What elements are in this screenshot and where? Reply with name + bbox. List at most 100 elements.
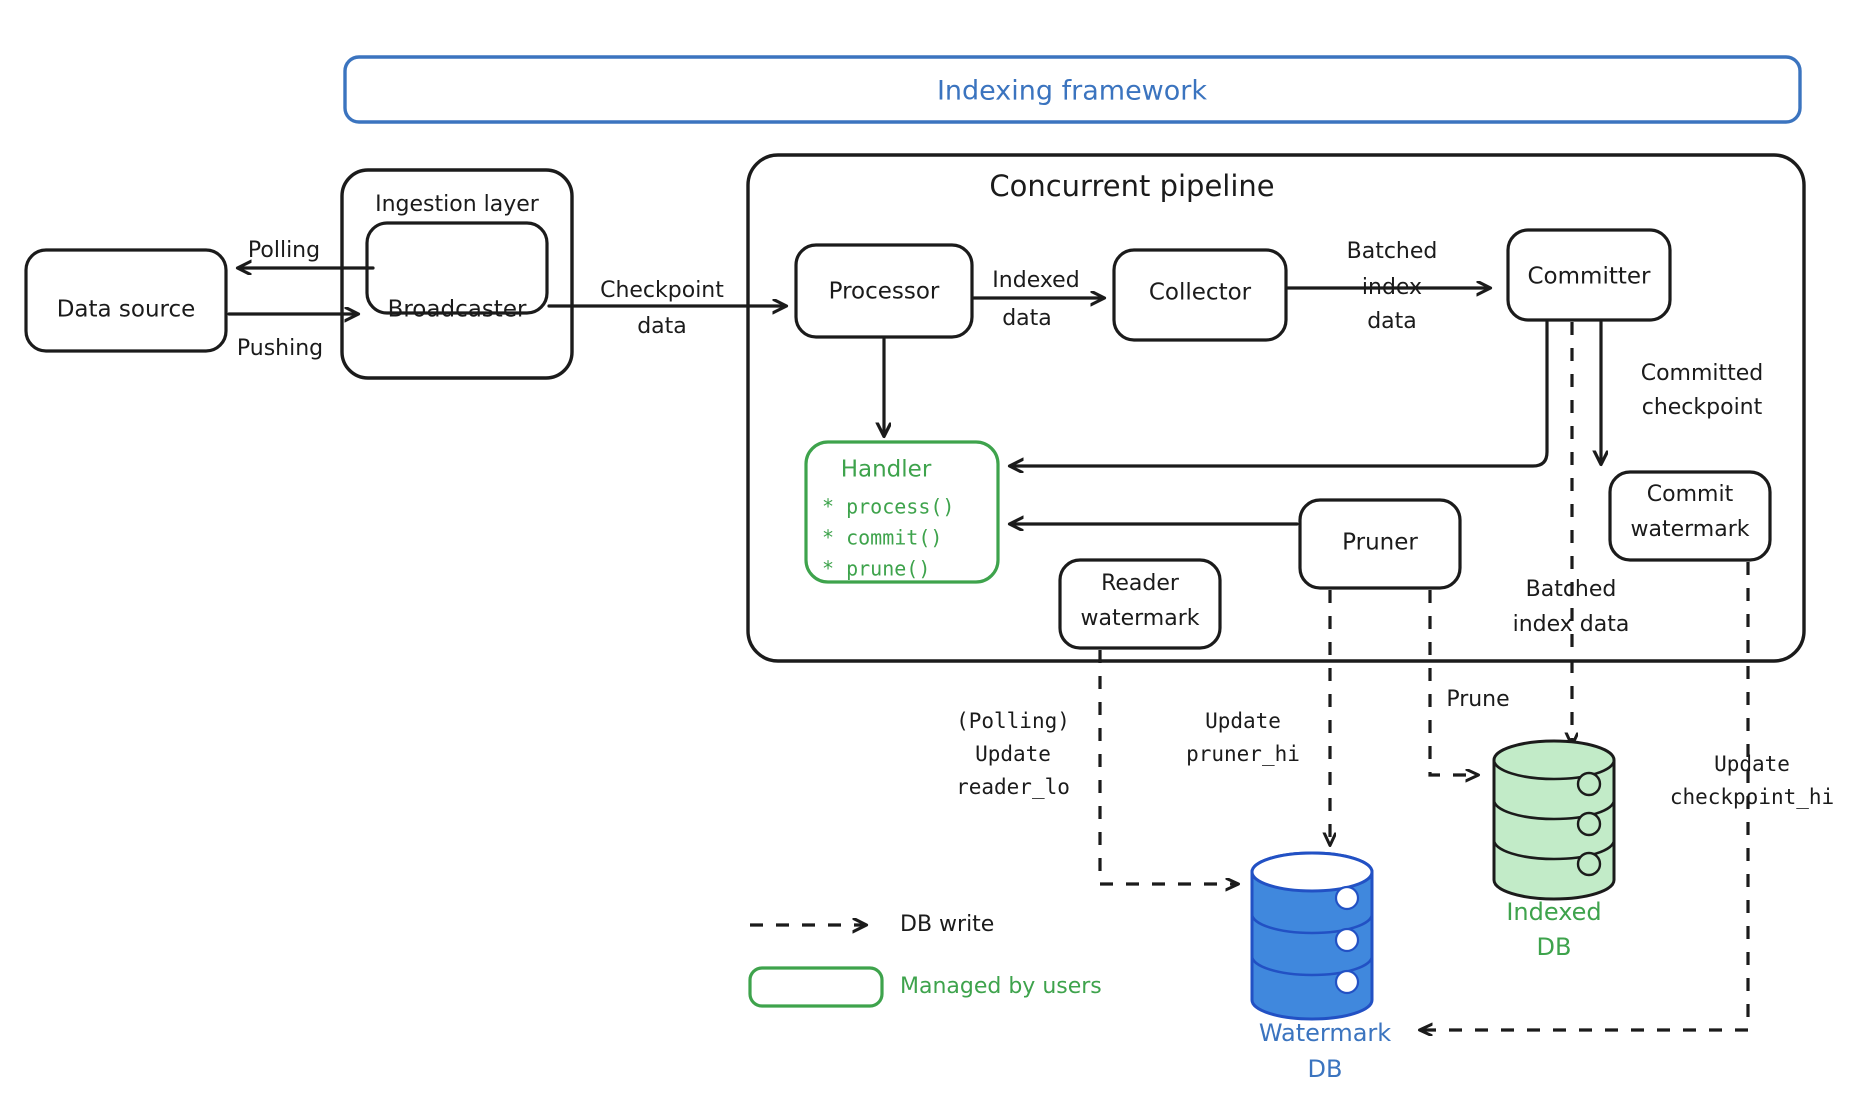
ingestion-layer-label: Ingestion layer (375, 192, 540, 217)
node-handler[interactable]: Handler * process() * commit() * prune() (804, 440, 1000, 584)
committed-checkpoint-label-2: checkpoint (1642, 395, 1763, 420)
concurrent-pipeline-group: Concurrent pipeline (746, 153, 1806, 663)
indexed-data-label-2: data (1002, 306, 1052, 331)
ingestion-layer-group: Ingestion layer (340, 168, 574, 380)
indexed-db-dot-2 (1576, 811, 1602, 837)
handler-box[interactable] (804, 440, 1000, 584)
node-processor[interactable]: Processor (794, 243, 974, 339)
edge-polling: Polling (238, 238, 375, 268)
handler-method-process: * process() (822, 495, 954, 519)
watermark-db-divider-2 (1250, 955, 1374, 977)
reader-watermark-label-1: Reader (1101, 571, 1180, 596)
handler-title: Handler (841, 457, 932, 483)
node-committer[interactable]: Committer (1506, 228, 1672, 322)
indexed-data-label-1: Indexed (992, 268, 1079, 293)
reader-watermark-dash-arrow (1098, 650, 1238, 884)
batched-index-label-1: Batched (1347, 239, 1438, 264)
batched-index-label-3: data (1367, 309, 1417, 334)
node-data-source[interactable]: Data source (24, 248, 228, 353)
legend-db-write-label: DB write (900, 912, 994, 937)
pruner-label: Pruner (1342, 530, 1418, 556)
reader-watermark-label-2: watermark (1081, 606, 1200, 631)
legend-managed-label: Managed by users (900, 974, 1102, 999)
pruner-box[interactable] (1298, 498, 1462, 590)
indexing-framework-banner: Indexing framework (343, 55, 1802, 124)
legend-managed-by-users: Managed by users (748, 966, 1102, 1008)
watermark-db-top-ellipse (1250, 851, 1374, 893)
edge-committed-checkpoint: Committed checkpoint (1601, 320, 1764, 464)
edge-batched-index-write: Batched index data (1513, 322, 1630, 745)
commit-watermark-box[interactable] (1608, 470, 1772, 562)
edge-checkpoint-data: Checkpoint data (547, 278, 786, 339)
node-broadcaster[interactable]: Broadcaster (365, 221, 549, 323)
reader-write-label-1: (Polling) (956, 709, 1070, 733)
concurrent-pipeline-label: Concurrent pipeline (989, 169, 1274, 203)
checkpoint-hi-label-1: Update (1714, 752, 1790, 776)
edge-pruner-update-write: Update pruner_hi (1186, 590, 1330, 845)
data-source-box[interactable] (24, 248, 228, 353)
batched-index2-label-2: index data (1513, 612, 1630, 637)
concurrent-pipeline-outline (746, 153, 1806, 663)
banner-outline (343, 55, 1802, 124)
indexed-db-divider-1 (1492, 799, 1616, 821)
checkpoint-hi-dash-arrow (1420, 562, 1750, 1030)
legend-green-box-icon (748, 966, 884, 1008)
committer-label: Committer (1528, 264, 1652, 290)
indexed-db-top-ellipse (1492, 759, 1616, 781)
data-source-label: Data source (57, 297, 196, 323)
legend: DB write Managed by users (748, 912, 1102, 1008)
pushing-label: Pushing (237, 336, 323, 361)
collector-label: Collector (1149, 280, 1252, 306)
node-pruner[interactable]: Pruner (1298, 498, 1462, 590)
checkpoint-data-label-1: Checkpoint (600, 278, 724, 303)
watermark-db-label-2: DB (1308, 1055, 1343, 1083)
indexed-db-label-2: DB (1537, 933, 1572, 961)
pruner-update-label-2: pruner_hi (1186, 742, 1300, 766)
checkpoint-hi-label-2: checkpoint_hi (1670, 785, 1834, 809)
processor-box[interactable] (794, 243, 974, 339)
indexed-db-dot-3 (1576, 851, 1602, 877)
watermark-db-divider-1 (1250, 913, 1374, 935)
database-watermark-db[interactable]: Watermark DB (1250, 851, 1391, 1083)
batched-index2-label-1: Batched (1526, 577, 1617, 602)
batched-index-label-2: index (1362, 275, 1422, 300)
indexed-db-divider-2 (1492, 839, 1616, 861)
committer-box[interactable] (1506, 228, 1672, 322)
edge-indexed-data: Indexed data (972, 268, 1104, 331)
checkpoint-data-label-2: data (637, 314, 687, 339)
polling-label: Polling (248, 238, 320, 263)
prune-label: Prune (1446, 687, 1509, 712)
committed-checkpoint-label-1: Committed (1641, 361, 1764, 386)
edge-pushing: Pushing (227, 314, 358, 361)
reader-watermark-box[interactable] (1058, 558, 1222, 650)
legend-db-write: DB write (750, 912, 994, 937)
watermark-db-dot-2 (1334, 927, 1360, 953)
edge-committer-to-handler (1010, 320, 1549, 466)
edge-batched-index-data: Batched index data (1286, 239, 1490, 334)
processor-label: Processor (829, 279, 940, 305)
edge-reader-watermark-write: (Polling) Update reader_lo (956, 650, 1238, 884)
watermark-db-label-1: Watermark (1259, 1019, 1391, 1047)
node-reader-watermark[interactable]: Reader watermark (1058, 558, 1222, 650)
reader-write-label-2: Update (975, 742, 1051, 766)
banner-title: Indexing framework (937, 76, 1207, 107)
prune-dash-arrow (1428, 590, 1478, 775)
edge-checkpoint-hi-write: Update checkpoint_hi (1420, 562, 1834, 1030)
broadcaster-label: Broadcaster (388, 297, 527, 323)
committer-handler-arrow (1010, 320, 1549, 466)
collector-box[interactable] (1112, 248, 1288, 342)
ingestion-layer-outline (340, 168, 574, 380)
indexed-db-label-1: Indexed (1506, 898, 1601, 926)
database-indexed-db[interactable]: Indexed DB (1492, 739, 1616, 961)
edge-prune-write: Prune (1428, 590, 1510, 775)
indexed-db-dot-1 (1576, 771, 1602, 797)
node-collector[interactable]: Collector (1112, 248, 1288, 342)
commit-watermark-label-2: watermark (1631, 517, 1750, 542)
reader-write-label-3: reader_lo (956, 775, 1070, 799)
node-commit-watermark[interactable]: Commit watermark (1608, 470, 1772, 562)
watermark-db-dot-3 (1334, 969, 1360, 995)
watermark-db-dot-1 (1334, 885, 1360, 911)
pruner-update-label-1: Update (1205, 709, 1281, 733)
